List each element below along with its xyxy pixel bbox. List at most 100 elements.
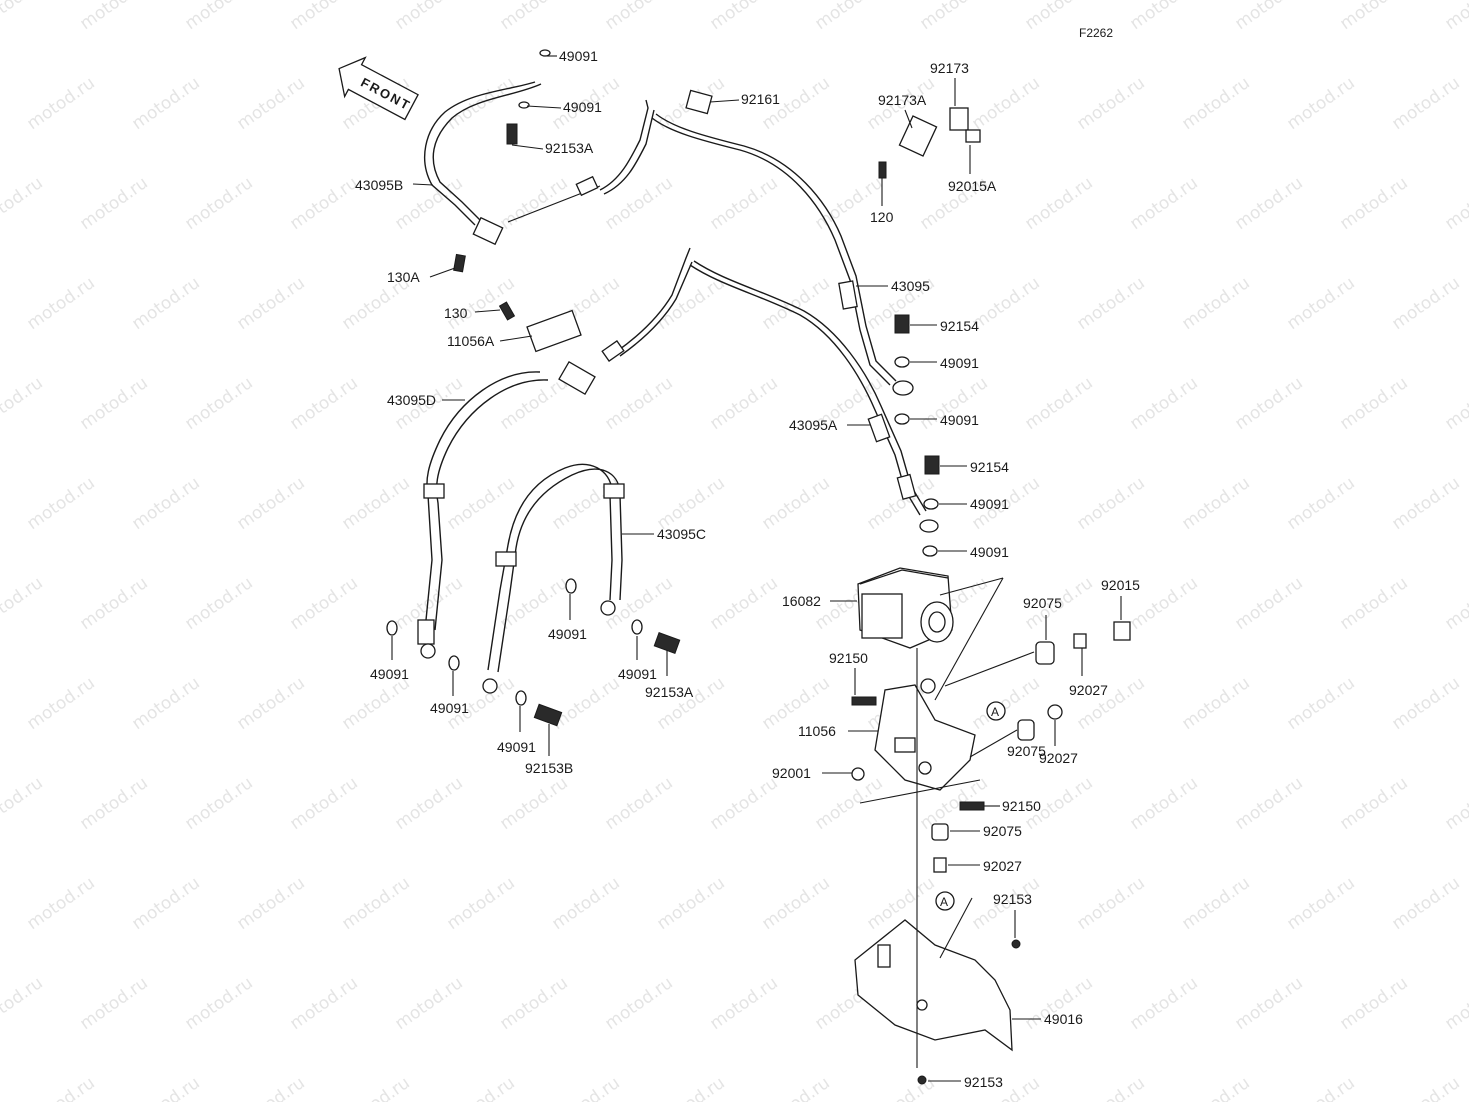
watermark-text: motod.ru	[1388, 473, 1463, 534]
watermark-text: motod.ru	[1231, 373, 1306, 434]
bracket-92173A	[898, 115, 938, 157]
collar-92027-3	[933, 857, 947, 873]
hose-43095C-body	[487, 463, 621, 673]
watermark-text: motod.ru	[706, 373, 781, 434]
watermark-text: motod.ru	[1336, 973, 1411, 1034]
bracket-slot	[894, 737, 916, 753]
watermark-text: motod.ru	[0, 173, 47, 234]
watermark-text: motod.ru	[1126, 173, 1201, 234]
watermark-text: motod.ru	[1073, 473, 1148, 534]
bolt-92150-1	[851, 696, 877, 706]
callout-c25: 92075	[1023, 595, 1062, 640]
hose-43095B-union	[472, 216, 504, 246]
brake-lines	[424, 81, 939, 533]
grommet-92075-3	[931, 823, 949, 841]
callout-c20: 49091	[939, 496, 1009, 512]
watermark-text: motod.ru	[548, 673, 623, 734]
hose-43095D-union	[558, 360, 596, 396]
watermark-text: motod.ru	[1126, 373, 1201, 434]
watermark-text: motod.ru	[286, 0, 361, 34]
watermark-text: motod.ru	[916, 0, 991, 34]
part-number-label: 49091	[970, 496, 1009, 512]
watermark-text: motod.ru	[0, 973, 47, 1034]
callout-c31: 49091	[370, 636, 409, 682]
watermark-text: motod.ru	[128, 273, 203, 334]
callout-c29: 92150	[829, 650, 868, 695]
watermark-text: motod.ru	[1336, 773, 1411, 834]
ref-b	[934, 577, 1004, 701]
watermark-text: motod.ru	[233, 473, 308, 534]
watermark-text: motod.ru	[1283, 473, 1358, 534]
watermark-text: motod.ru	[1231, 573, 1306, 634]
part-number-label: 11056	[798, 723, 836, 739]
watermark-text: motod.ru	[758, 473, 833, 534]
washer-49091-e	[565, 578, 577, 594]
part-number-label: 49091	[563, 99, 602, 115]
callout-c4: 92161	[709, 91, 780, 107]
watermark-text: motod.ru	[23, 873, 98, 934]
watermark-text: motod.ru	[1441, 773, 1469, 834]
watermark-text: motod.ru	[23, 73, 98, 134]
banjo-upper	[892, 380, 914, 396]
collar-92027-1	[1073, 633, 1087, 649]
hose-43095C-collar	[603, 483, 625, 499]
collar-92027-2	[1047, 704, 1063, 720]
part-number-label: 92153B	[525, 760, 573, 776]
washer-49091-d	[922, 545, 938, 557]
watermark-text: motod.ru	[76, 973, 151, 1034]
callout-leader	[904, 109, 913, 129]
part-number-label: 130	[444, 305, 468, 321]
line-43095-sleeve	[838, 280, 858, 310]
callout-c24: 92015	[1101, 577, 1140, 620]
watermark-text: motod.ru	[128, 473, 203, 534]
watermark-text: motod.ru	[1283, 873, 1358, 934]
part-number-label: 49091	[970, 544, 1009, 560]
watermark-text: motod.ru	[1126, 0, 1201, 34]
watermark-text: motod.ru	[1231, 173, 1306, 234]
part-number-label: 43095	[891, 278, 930, 294]
callout-c18: 43095A	[789, 417, 870, 433]
hose-43095C-branch	[609, 494, 623, 601]
watermark-text: motod.ru	[338, 1073, 413, 1102]
line-fitting-1	[575, 175, 599, 197]
part-number-label: 92153	[964, 1074, 1003, 1090]
bolt-92153B	[533, 703, 563, 727]
callout-leader	[511, 144, 544, 150]
watermark-text: motod.ru	[1441, 0, 1469, 34]
watermark-text: motod.ru	[1231, 973, 1306, 1034]
callout-c35: 92075	[1007, 743, 1046, 759]
figure-code: F2262	[1079, 26, 1113, 40]
bolt-120	[878, 161, 887, 179]
washer-49091-b	[894, 413, 910, 425]
callout-c9: 92015A	[948, 145, 997, 194]
mount-hardware	[851, 621, 1131, 1085]
callout-leader	[412, 183, 434, 186]
watermark-text: motod.ru	[653, 473, 728, 534]
part-number-label: 92075	[983, 823, 1022, 839]
watermark-text: motod.ru	[286, 973, 361, 1034]
callout-c15: 49091	[910, 355, 979, 371]
ref-e	[859, 779, 981, 804]
collar-92015A	[965, 129, 981, 143]
washer-49091-i	[515, 690, 527, 706]
ref-marker-1: A	[986, 701, 1006, 721]
watermark-text: motod.ru	[76, 0, 151, 34]
callout-leader	[526, 105, 562, 109]
part-number-label: 92001	[772, 765, 811, 781]
watermark-text: motod.ru	[1336, 173, 1411, 234]
part-number-label: 92153	[993, 891, 1032, 907]
watermark-text: motod.ru	[76, 173, 151, 234]
watermark-text: motod.ru	[1441, 573, 1469, 634]
callout-c38: 92001	[772, 765, 852, 781]
watermark-text: motod.ru	[23, 673, 98, 734]
ref-c	[944, 651, 1035, 687]
part-number-label: 49091	[430, 700, 469, 716]
watermark-text: motod.ru	[968, 73, 1043, 134]
watermark-text: motod.ru	[496, 973, 571, 1034]
watermark-text: motod.ru	[0, 773, 47, 834]
hose-43095D-collar	[423, 483, 445, 499]
callout-c13: 11056A	[447, 333, 533, 349]
part-number-label: 92161	[741, 91, 780, 107]
part-number-label: 92150	[829, 650, 868, 666]
watermark-text: motod.ru	[706, 0, 781, 34]
